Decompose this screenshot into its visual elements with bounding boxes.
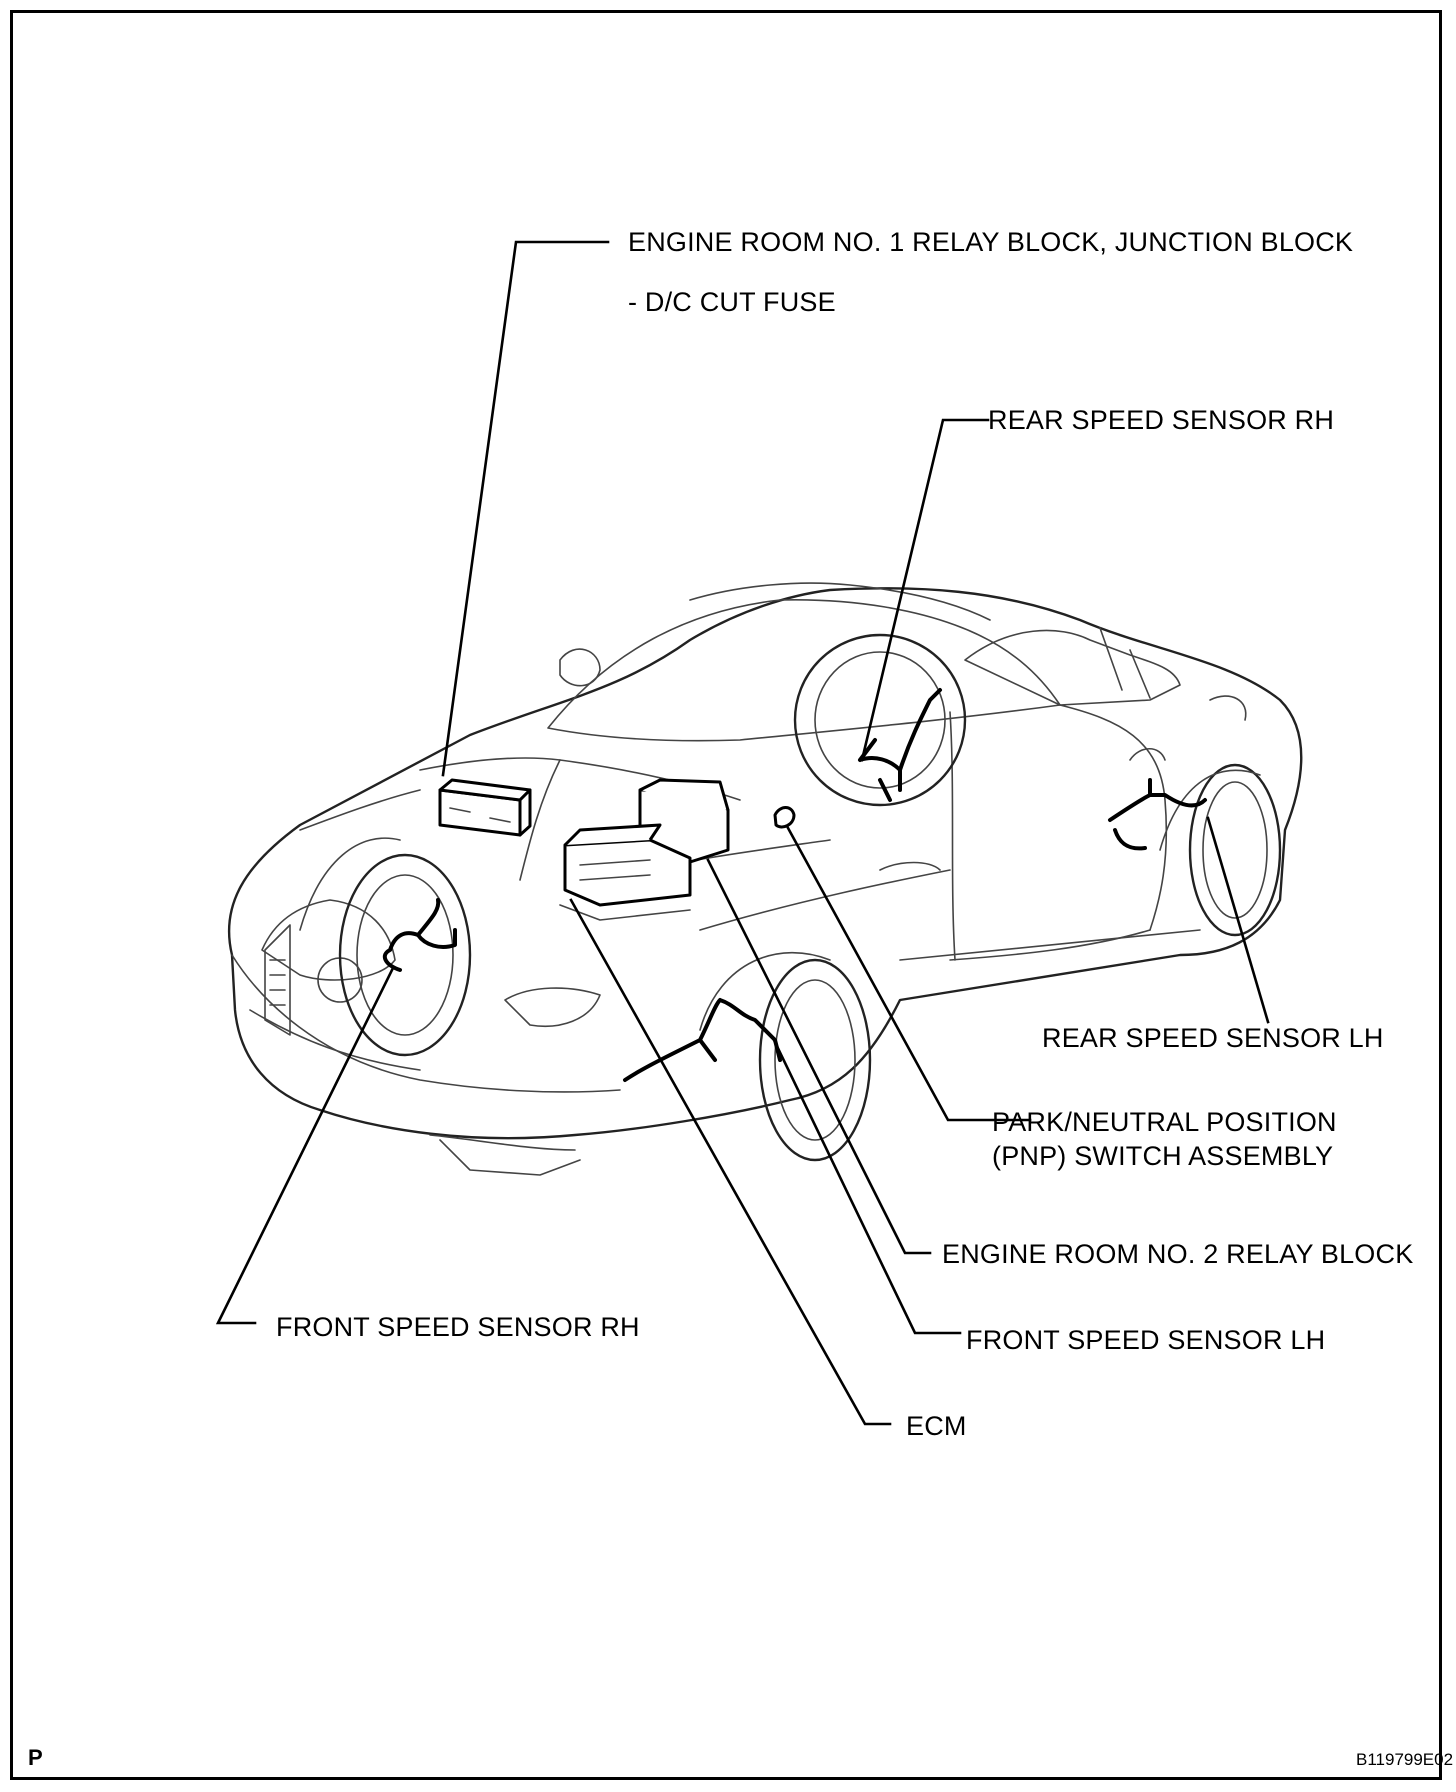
page-mark: P [28,1745,43,1770]
figure-id: B119799E02 [1356,1750,1454,1769]
car-silhouette [227,587,1303,1140]
ecm-unit [559,823,692,921]
side-mirror [559,648,601,687]
windshield [547,599,1061,742]
diagram-frame [10,10,1442,1780]
leader-engine-room-no2 [706,858,932,1255]
front-speed-sensor-rh-harness [382,898,457,972]
leader-rear-speed-sensor-rh [860,418,990,762]
label-front-speed-sensor-rh: FRONT SPEED SENSOR RH [276,1312,640,1342]
leader-engine-room-no1 [441,240,610,777]
wheel-rear-left [1188,763,1282,937]
label-ecm: ECM [906,1411,967,1441]
door-line [949,711,956,961]
label-engine-room-no2: ENGINE ROOM NO. 2 RELAY BLOCK [942,1239,1414,1269]
leader-ecm [569,898,892,1426]
car-body-outline [227,582,1303,1176]
grille [264,924,291,1036]
pnp-switch [773,806,796,829]
leader-pnp-switch [786,826,1032,1122]
rear-speed-sensor-lh-harness [1108,778,1207,851]
label-dc-cut-fuse: - D/C CUT FUSE [628,287,836,317]
label-front-speed-sensor-lh: FRONT SPEED SENSOR LH [966,1325,1326,1355]
leader-front-speed-sensor-rh [215,966,395,1325]
wheel-front-right [338,853,472,1057]
front-fascia [231,954,621,1093]
label-rear-speed-sensor-rh: REAR SPEED SENSOR RH [988,405,1335,435]
headlight-left [504,987,601,1027]
wheel-front-left [758,958,872,1162]
leader-lines [215,240,1270,1426]
leader-rear-speed-sensor-lh [1206,816,1270,1024]
label-rear-speed-sensor-lh: REAR SPEED SENSOR LH [1042,1023,1384,1053]
roof-line [689,582,991,621]
label-pnp-switch-line2: (PNP) SWITCH ASSEMBLY [992,1141,1334,1171]
engine-room-no1-relay-block [438,778,532,837]
rear-speed-sensor-rh-harness [858,688,942,802]
wheel-rear-right [793,633,967,807]
label-engine-room-no1: ENGINE ROOM NO. 1 RELAY BLOCK, JUNCTION … [628,227,1354,257]
headlight-right [261,899,396,981]
leader-front-speed-sensor-lh [772,1038,962,1335]
front-speed-sensor-lh-harness [623,998,782,1082]
side-window [964,629,1181,706]
label-pnp-switch-line1: PARK/NEUTRAL POSITION [992,1107,1337,1137]
